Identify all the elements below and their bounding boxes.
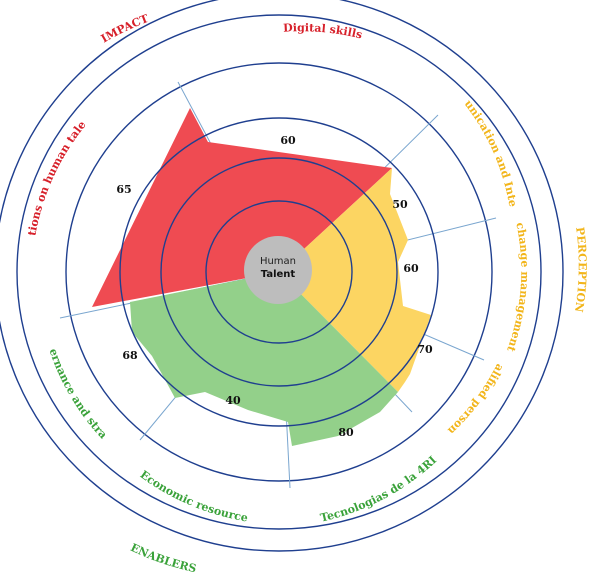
value-governance: 68 <box>122 349 138 362</box>
group-label-perception: PERCEPTION <box>572 226 589 313</box>
outer-ring-1 <box>0 0 564 552</box>
enablers-area <box>130 272 398 446</box>
sector-label-digital-skills: Digital skills <box>283 21 364 41</box>
value-qualified-personnel: 70 <box>417 343 433 356</box>
value-communication: 50 <box>392 198 408 211</box>
center-circle <box>244 236 312 304</box>
center-label-line1: Human <box>260 256 296 267</box>
value-change-management: 60 <box>403 262 419 275</box>
group-label-impact: IMPACT <box>99 12 151 46</box>
outer-ring-3 <box>65 62 493 482</box>
group-label-enablers: ENABLERS <box>128 541 197 575</box>
value-digital-skills: 60 <box>280 134 296 147</box>
outer-ring-2 <box>16 14 542 530</box>
value-tecnologias-4ri: 80 <box>338 426 354 439</box>
inner-ring-2 <box>160 157 398 387</box>
impact-area <box>92 108 392 307</box>
value-actions-human-talent: 65 <box>116 183 131 196</box>
value-economic-resources: 40 <box>225 394 241 407</box>
sector-label-actions-human-talent: Actions on human talent <box>0 0 89 237</box>
sector-label-change-management: change management <box>504 221 532 354</box>
inner-ring-1 <box>119 117 439 427</box>
perception-area <box>279 168 431 392</box>
inner-ring-3 <box>205 200 353 344</box>
center-label-line2: Talent <box>261 269 296 280</box>
